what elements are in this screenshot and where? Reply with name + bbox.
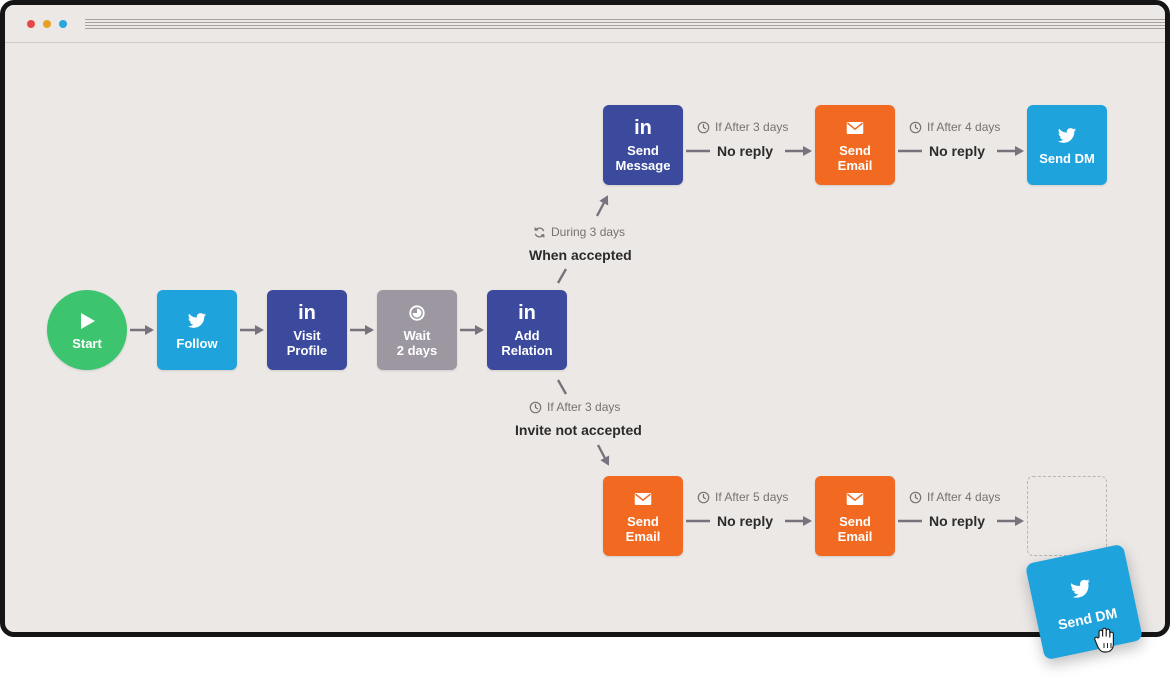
send-dm-top-node-label: Send DM (1039, 150, 1095, 166)
top-edge-1-label: No reply (717, 143, 774, 159)
top-edge-2-label: No reply (929, 143, 986, 159)
not-accepted-condition: If After 3 days (529, 400, 620, 414)
top-edge-2-condition: If After 4 days (909, 120, 1000, 134)
minimize-window-button[interactable] (43, 20, 51, 28)
twitter-icon (187, 310, 207, 332)
title-bar (5, 5, 1165, 43)
send-email-top-node[interactable]: Send Email (815, 105, 895, 185)
clock-icon (909, 121, 922, 134)
maximize-window-button[interactable] (59, 20, 67, 28)
send-email-bottom-1-node-label: Send Email (625, 514, 661, 544)
start-node-label: Start (72, 335, 102, 351)
visit-profile-node-label: Visit Profile (286, 328, 328, 358)
mail-icon (846, 488, 864, 510)
clock-icon (697, 121, 710, 134)
bottom-edge-1-condition-text: If After 5 days (715, 490, 789, 504)
accepted-condition-text: During 3 days (551, 225, 626, 239)
arrow-to-send-email-bottom (596, 444, 610, 466)
send-email-top-node-label: Send Email (837, 143, 873, 173)
accepted-branch-label: When accepted (529, 247, 632, 263)
mail-icon (846, 117, 864, 139)
follow-node[interactable]: Follow (157, 290, 237, 370)
clock-icon (529, 401, 542, 414)
timer-icon (408, 302, 426, 324)
title-bar-stripes (85, 19, 1165, 31)
close-window-button[interactable] (27, 20, 35, 28)
add-relation-node-label: Add Relation (501, 328, 553, 358)
wait-node[interactable]: Wait 2 days (377, 290, 457, 370)
linkedin-icon: in (298, 301, 316, 324)
dragged-send-dm-card[interactable]: Send DM (1024, 543, 1144, 661)
top-edge-2-condition-text: If After 4 days (927, 120, 1001, 134)
send-email-bottom-1-node[interactable]: Send Email (603, 476, 683, 556)
send-message-node[interactable]: in Send Message (603, 105, 683, 185)
play-icon (77, 310, 97, 332)
start-node[interactable]: Start (47, 290, 127, 370)
send-email-bottom-2-node[interactable]: Send Email (815, 476, 895, 556)
empty-drop-slot[interactable] (1027, 476, 1107, 556)
send-message-node-label: Send Message (615, 143, 671, 173)
linkedin-icon: in (634, 116, 652, 139)
send-email-bottom-2-node-label: Send Email (837, 514, 873, 544)
accepted-condition: During 3 days (533, 225, 625, 239)
bottom-edge-2-condition-text: If After 4 days (927, 490, 1001, 504)
bottom-edge-2-condition: If After 4 days (909, 490, 1000, 504)
branch-up-stub (556, 268, 568, 284)
follow-node-label: Follow (176, 335, 218, 351)
clock-icon (697, 491, 710, 504)
bottom-edge-2-label: No reply (929, 513, 986, 529)
wait-node-label: Wait 2 days (396, 328, 438, 358)
clock-icon (909, 491, 922, 504)
add-relation-node[interactable]: in Add Relation (487, 290, 567, 370)
not-accepted-condition-text: If After 3 days (547, 400, 621, 414)
top-edge-1-condition-text: If After 3 days (715, 120, 789, 134)
bottom-edge-1-label: No reply (717, 513, 774, 529)
send-dm-top-node[interactable]: Send DM (1027, 105, 1107, 185)
linkedin-icon: in (518, 301, 536, 324)
mail-icon (634, 488, 652, 510)
visit-profile-node[interactable]: in Visit Profile (267, 290, 347, 370)
top-edge-1-condition: If After 3 days (697, 120, 788, 134)
twitter-icon (1068, 576, 1095, 605)
not-accepted-branch-label: Invite not accepted (515, 422, 642, 438)
arrow-to-send-message (595, 195, 609, 217)
refresh-icon (533, 226, 546, 239)
branch-down-stub (556, 379, 568, 395)
twitter-icon (1057, 125, 1077, 147)
bottom-edge-1-condition: If After 5 days (697, 490, 788, 504)
grab-hand-cursor-icon (1094, 627, 1114, 653)
